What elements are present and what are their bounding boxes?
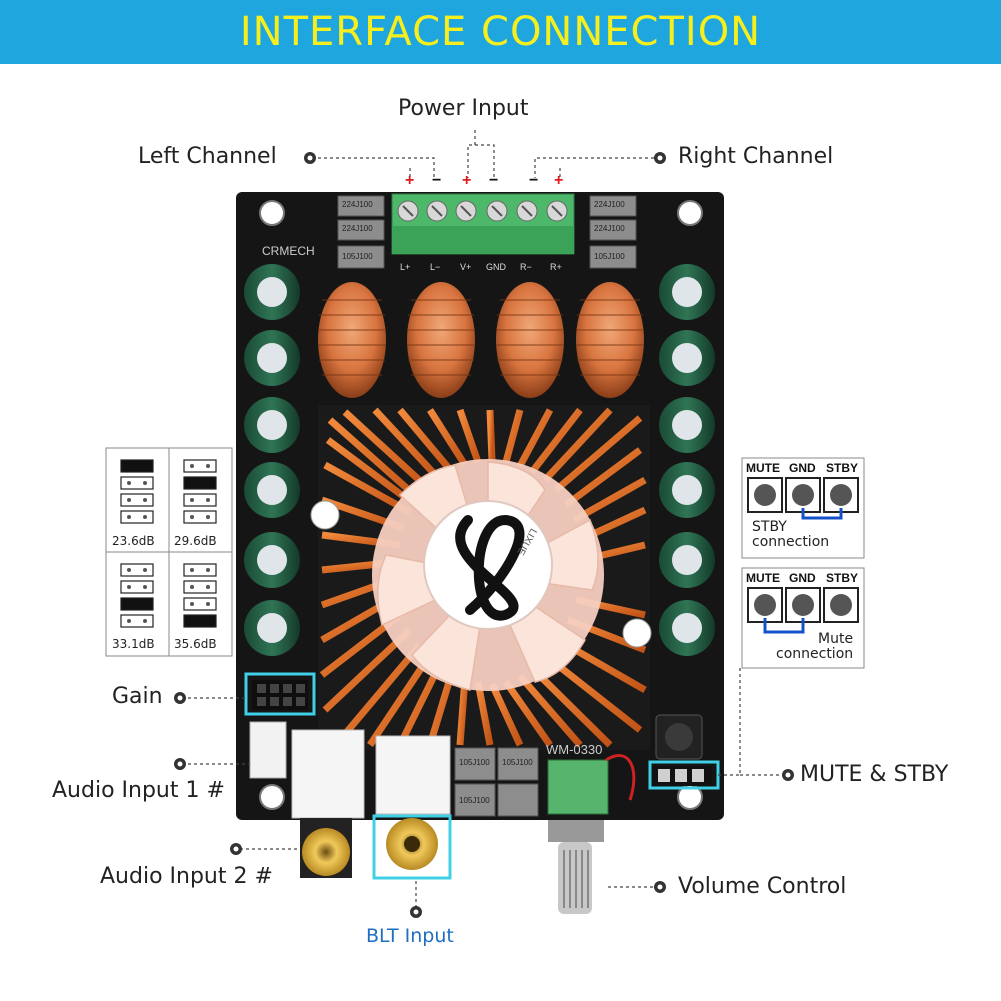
terminal-pin-label: V+ bbox=[460, 262, 472, 272]
terminal-pin-label: R− bbox=[520, 262, 532, 272]
capacitor-code: 105J100 bbox=[342, 252, 373, 261]
page-title: INTERFACE CONNECTION bbox=[239, 9, 762, 55]
left-channel-label: Left Channel bbox=[138, 144, 277, 169]
polarity-mark: + bbox=[462, 172, 472, 189]
polarity-mark: − bbox=[432, 172, 442, 189]
stby-caption: STBY bbox=[752, 519, 787, 535]
terminal-pin-label: GND bbox=[486, 262, 506, 272]
gain-option-label: 23.6dB bbox=[112, 534, 155, 548]
capacitor-code: 224J100 bbox=[594, 200, 625, 209]
volume-control-label: Volume Control bbox=[678, 874, 847, 899]
blt-input-label: BLT Input bbox=[366, 925, 454, 947]
mute-stby-label: MUTE & STBY bbox=[800, 762, 949, 787]
pin-header-stby: STBY bbox=[826, 461, 859, 475]
polarity-mark: + bbox=[554, 172, 564, 189]
capacitor-code: 105J100 bbox=[459, 758, 490, 767]
capacitor-code: 224J100 bbox=[342, 224, 373, 233]
gain-option-label: 35.6dB bbox=[174, 637, 217, 651]
polarity-mark: + bbox=[405, 172, 415, 189]
board-brand-text: CRMECH bbox=[262, 244, 315, 258]
pin-header-gnd: GND bbox=[789, 461, 816, 475]
pin-header-mute: MUTE bbox=[746, 461, 780, 475]
capacitor-code: 105J100 bbox=[502, 758, 533, 767]
stby-caption: connection bbox=[752, 534, 830, 550]
pin-header-mute: MUTE bbox=[746, 571, 780, 585]
header-banner bbox=[0, 0, 1001, 64]
mute-caption: Mute bbox=[818, 631, 854, 647]
capacitor-code: 105J100 bbox=[459, 796, 490, 805]
capacitor-code: 224J100 bbox=[594, 224, 625, 233]
pin-header-gnd: GND bbox=[789, 571, 816, 585]
terminal-pin-label: L− bbox=[430, 262, 441, 272]
audio-input-1-label: Audio Input 1 # bbox=[52, 778, 225, 803]
power-input-label: Power Input bbox=[398, 96, 529, 121]
capacitor-code: 105J100 bbox=[594, 252, 625, 261]
gain-option-label: 33.1dB bbox=[112, 637, 155, 651]
polarity-mark: − bbox=[489, 172, 499, 189]
audio-input-2-label: Audio Input 2 # bbox=[100, 864, 273, 889]
right-channel-label: Right Channel bbox=[678, 144, 834, 169]
board-model-text: WM-0330 bbox=[546, 742, 603, 757]
capacitor-code: 224J100 bbox=[342, 200, 373, 209]
gain-option-label: 29.6dB bbox=[174, 534, 217, 548]
gain-label: Gain bbox=[112, 684, 163, 709]
pin-header-stby: STBY bbox=[826, 571, 859, 585]
polarity-mark: − bbox=[529, 172, 539, 189]
mute-caption: connection bbox=[776, 646, 854, 662]
terminal-pin-label: R+ bbox=[550, 262, 562, 272]
terminal-pin-label: L+ bbox=[400, 262, 411, 272]
